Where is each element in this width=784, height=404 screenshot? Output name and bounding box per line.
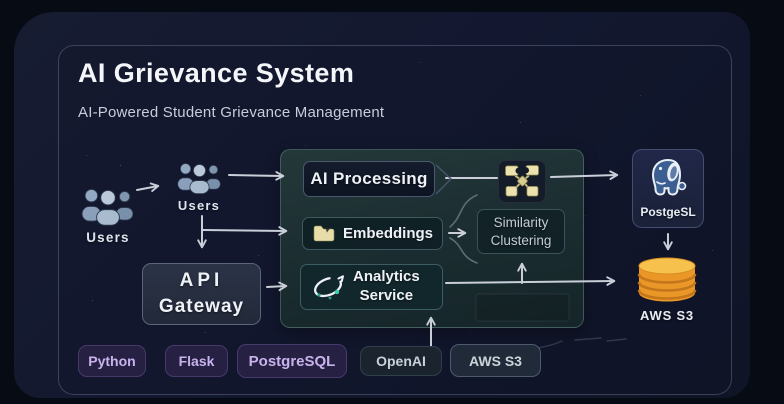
badge-flask: Flask	[165, 345, 228, 377]
postgresql-label: PostgeSL	[640, 205, 696, 219]
node-postgresql: PostgeSL	[632, 149, 704, 228]
node-cluster-icon-tile	[498, 160, 546, 203]
users-group-icon	[176, 162, 221, 194]
api-gateway-label-line1: API	[179, 270, 224, 292]
folder-icon	[313, 225, 335, 242]
node-similarity-clustering: Similarity Clustering	[477, 209, 565, 254]
badge-aws-s3: AWS S3	[450, 344, 541, 377]
analytics-label-line1: Analytics	[353, 268, 420, 286]
analytics-label-line2: Service	[359, 287, 414, 304]
api-gateway-label-line2: Gateway	[158, 296, 245, 317]
ai-processing-label: AI Processing	[310, 169, 428, 188]
postgresql-elephant-icon	[652, 159, 687, 196]
node-api-gateway: API Gateway	[142, 263, 261, 325]
starfield-decoration	[0, 0, 1, 1]
node-aws-s3: AWS S3	[630, 254, 704, 324]
node-users-left: Users	[76, 182, 140, 248]
node-ai-processing: AI Processing	[303, 161, 435, 197]
node-embeddings: Embeddings	[302, 217, 443, 250]
similarity-label-line1: Similarity	[493, 214, 549, 230]
similarity-label-line2: Clustering	[490, 232, 552, 248]
orbit-analytics-icon	[313, 275, 344, 300]
users-left-label: Users	[86, 230, 130, 245]
page-title: AI Grievance System	[78, 58, 355, 88]
node-analytics-service: Analytics Service	[300, 264, 443, 310]
embeddings-label: Embeddings	[343, 225, 434, 242]
s3-cylinder-icon	[637, 257, 697, 302]
aws-s3-label: AWS S3	[640, 308, 694, 323]
users-group-icon	[81, 188, 134, 226]
badge-openai: OpenAI	[360, 346, 442, 376]
badge-postgresql: PostgreSQL	[237, 344, 347, 378]
badge-python: Python	[78, 345, 146, 377]
page-subtitle: AI-Powered Student Grievance Management	[78, 104, 385, 121]
node-users-top: Users	[170, 157, 228, 215]
cluster-blocks-icon	[505, 165, 539, 197]
users-top-label: Users	[177, 197, 221, 213]
